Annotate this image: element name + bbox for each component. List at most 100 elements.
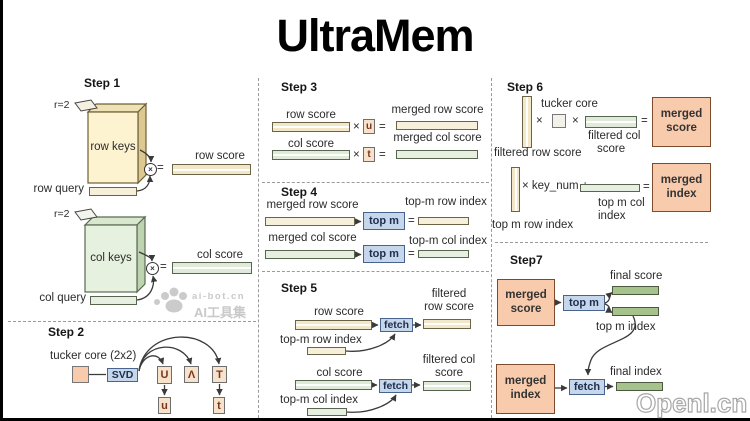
svd-box: SVD [107, 368, 138, 382]
step6-eq-1: = [641, 115, 648, 127]
merged-col-score-bar [396, 150, 478, 159]
divider-vertical-left [258, 78, 259, 418]
u-cap-box: U [157, 366, 172, 384]
step7-top-m-box: top m [563, 295, 605, 311]
filtered-col-score-line2: score [434, 366, 464, 379]
t-low-box: t [213, 397, 225, 414]
step7-merged-score-box: merged score [497, 279, 555, 326]
top-m-box-col: top m [363, 245, 405, 263]
step4-merged-col-score-label: merged col score [268, 232, 357, 244]
step6-eq-2: = [643, 181, 650, 193]
step3-label: Step 3 [281, 80, 318, 94]
merged-row-score-bar [396, 121, 478, 130]
step5-col-score-bar [295, 380, 372, 390]
filtered-col-score-line1: filtered col [422, 354, 476, 366]
top-m-index-bar [612, 307, 659, 316]
step4-merged-row-score-label: merged row score [266, 199, 359, 211]
row-score-bar [172, 164, 251, 175]
top-m-row-index-label: top-m row index [405, 196, 487, 208]
row-query-label: row query [33, 183, 85, 195]
tucker-core-2x2-label: tucker core (2x2) [50, 350, 137, 362]
r2-nib-col-icon [74, 208, 98, 221]
bottom-edge-bar [0, 418, 750, 421]
step5-col-score-label: col score [316, 367, 363, 379]
step6-top-m-row-index-vbar [511, 167, 520, 212]
step1-r2-col-label: r=2 [54, 208, 70, 220]
step4-merged-row-score-bar [265, 217, 355, 226]
filtered-row-score-line2: row score [424, 300, 474, 313]
divider-step1-step2 [8, 321, 256, 322]
step1-label: Step 1 [84, 76, 121, 90]
row-query-bar [89, 187, 137, 196]
row-score-label: row score [195, 150, 245, 162]
step6-filtered-row-score-vbar [522, 96, 532, 148]
step6-filtered-col-line2: score [597, 142, 626, 155]
step6-top-m-row-index-label: top m row index [492, 219, 574, 231]
step6-top-m-col-index-bar [580, 184, 640, 192]
step4-eq-row: = [408, 215, 415, 227]
col-score-bar [172, 262, 252, 274]
merged-row-score-label: merged row score [391, 104, 484, 116]
top-m-col-index-label: top-m col index [409, 235, 487, 247]
step2-label: Step 2 [48, 325, 85, 339]
fetch-box-col: fetch [379, 379, 412, 393]
step6-label: Step 6 [507, 80, 544, 94]
col-query-label: col query [39, 292, 86, 304]
step6-tucker-core-square [552, 114, 566, 128]
step6-key-num-label: × key_num + [522, 180, 589, 192]
step4-eq-col: = [408, 248, 415, 260]
step6-times-2: × [572, 115, 579, 127]
u-low-box: u [158, 397, 171, 414]
step7-fetch-box: fetch [569, 379, 605, 395]
col-query-bar [90, 296, 137, 305]
fetch-box-row: fetch [380, 318, 413, 332]
step4-merged-col-score-bar [265, 250, 355, 259]
tucker-core-square [72, 366, 89, 383]
step3-times-row: × [353, 121, 360, 133]
multiply-icon: × [146, 262, 159, 275]
divider-vertical-right [491, 78, 492, 418]
step7-merged-index-box: merged index [496, 364, 555, 414]
filtered-col-score-label: filtered col score [418, 354, 480, 380]
step5-row-score-label: row score [314, 306, 364, 318]
step5-label: Step 5 [281, 281, 318, 295]
step3-row-score-label: row score [286, 109, 336, 121]
step3-t-box: t [363, 147, 375, 162]
left-edge-bar [0, 0, 3, 421]
step3-row-score-bar [272, 122, 350, 132]
step5-row-score-bar [295, 320, 372, 330]
step1-row-equals: = [157, 162, 164, 174]
step3-times-col: × [353, 149, 360, 161]
step3-eq-col: = [379, 149, 386, 161]
divider-step3-step4 [262, 182, 489, 183]
top-m-col-index-bar [418, 250, 469, 258]
filtered-row-score-bar [423, 319, 471, 329]
page-title: UltraMem [276, 10, 474, 61]
lambda-box: Λ [184, 366, 199, 383]
divider-step4-step5 [262, 271, 489, 272]
step6-times-1: × [536, 115, 543, 127]
step6-tucker-core-label: tucker core [541, 98, 598, 110]
step4-label: Step 4 [281, 185, 318, 199]
step6-top-m-col-line1: top m col [598, 197, 645, 209]
step3-u-box: u [363, 119, 375, 134]
t-cap-box: T [212, 366, 227, 383]
filtered-col-score-bar [423, 381, 471, 391]
final-score-label: final score [610, 270, 663, 282]
step3-col-score-bar [272, 150, 350, 160]
step5-top-m-col-index-label: top-m col index [280, 394, 358, 406]
multiply-icon: × [144, 163, 157, 176]
step1-col-equals: = [160, 261, 167, 273]
paw-icon [154, 287, 187, 313]
row-keys-label: row keys [90, 141, 136, 154]
filtered-row-score-label: filtered row score [418, 288, 480, 314]
watermark-site-text: ai-bot.cn [192, 291, 246, 302]
col-score-label: col score [196, 249, 244, 261]
top-m-row-index-bar [418, 217, 469, 225]
merged-col-score-label: merged col score [393, 132, 482, 144]
step7-label: Step7 [510, 253, 543, 267]
step6-filtered-col-line1: filtered col [588, 130, 641, 142]
step3-col-score-label: col score [287, 138, 335, 150]
step6-filtered-col-score-bar [585, 116, 637, 128]
